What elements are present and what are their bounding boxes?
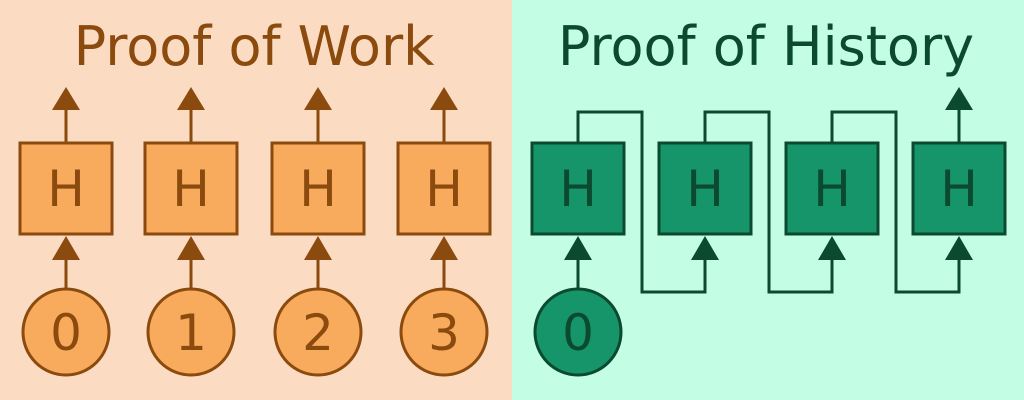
pow-output-arrow-icon — [430, 87, 458, 110]
pow-hash-box — [18, 141, 114, 236]
poh-hash-chain: H H H H 0 — [530, 87, 1007, 377]
pow-input-circle — [273, 287, 363, 377]
pow-output-arrow-icon — [52, 87, 80, 110]
poh-connector-2-3 — [703, 110, 834, 294]
proof-of-work-title: Proof of Work — [74, 15, 436, 78]
poh-chain-arrow-icon — [818, 236, 846, 260]
pow-hash-label: H — [425, 160, 463, 218]
poh-hash-label: H — [813, 160, 851, 218]
poh-hash-box — [530, 141, 626, 236]
pow-hash-chain-1: H 1 — [143, 87, 239, 377]
pow-input-arrow-icon — [304, 236, 332, 260]
poh-hash-label: H — [686, 160, 724, 218]
poh-connector-3-4 — [830, 110, 961, 294]
pow-input-arrow-icon — [177, 236, 205, 260]
proof-of-history-title: Proof of History — [558, 15, 974, 78]
poh-hash-box — [657, 141, 753, 236]
pow-hash-label: H — [172, 160, 210, 218]
poh-hash-label: H — [559, 160, 597, 218]
pow-input-label: 3 — [428, 304, 460, 362]
pow-output-arrow-icon — [304, 87, 332, 110]
poh-input-label: 0 — [562, 304, 594, 362]
poh-input-arrow-icon — [564, 236, 592, 260]
pow-input-label: 1 — [175, 304, 207, 362]
poh-hash-box — [784, 141, 880, 236]
pow-input-circle — [21, 287, 111, 377]
pow-hash-chain-3: H 3 — [396, 87, 492, 377]
pow-input-circle — [146, 287, 236, 377]
pow-hash-box — [143, 141, 239, 236]
poh-hash-label: H — [940, 160, 978, 218]
pow-input-arrow-icon — [430, 236, 458, 260]
poh-chain-arrow-icon — [945, 236, 973, 260]
pow-input-arrow-icon — [52, 236, 80, 260]
pow-output-arrow-icon — [177, 87, 205, 110]
poh-connector-1-2 — [576, 110, 707, 294]
pow-hash-label: H — [299, 160, 337, 218]
pow-input-label: 0 — [50, 304, 82, 362]
pow-hash-chain-2: H 2 — [270, 87, 366, 377]
pow-hash-label: H — [47, 160, 85, 218]
pow-hash-box — [396, 141, 492, 236]
pow-hash-box — [270, 141, 366, 236]
poh-output-arrow-icon — [945, 87, 973, 110]
poh-input-circle — [533, 287, 623, 377]
pow-input-label: 2 — [302, 304, 334, 362]
pow-hash-chain-0: H 0 — [18, 87, 114, 377]
poh-hash-box — [911, 141, 1007, 236]
poh-chain-arrow-icon — [691, 236, 719, 260]
pow-input-circle — [399, 287, 489, 377]
